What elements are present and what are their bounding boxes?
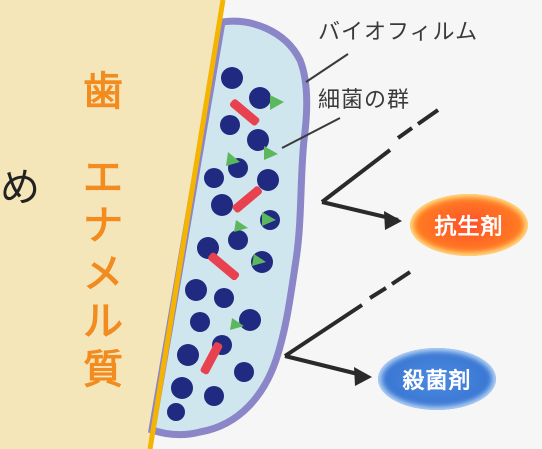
bacteria-ball: [247, 129, 269, 151]
disinfectant-badge: 殺菌剤: [378, 348, 496, 410]
bacteria-callout-line: [281, 117, 341, 149]
enamel-edge-line: [147, 0, 226, 449]
bacteria-ball: [204, 386, 224, 406]
bacteria-ball: [190, 312, 210, 332]
bacteria-rod: [200, 342, 223, 375]
bacteria-ball: [257, 169, 279, 191]
bacteria-ball: [214, 288, 234, 308]
enamel-char: 歯: [83, 69, 123, 115]
disinfectant-label: 殺菌剤: [402, 369, 472, 394]
enamel-char: ル: [83, 299, 123, 345]
bacteria-triangle: [230, 318, 244, 330]
bacteria-triangle: [226, 152, 240, 166]
biofilm-callout-line: [305, 53, 349, 83]
biofilm-region: [148, 17, 311, 439]
bacteria-triangle: [262, 212, 276, 226]
bacteria-triangles: [226, 95, 284, 330]
antibiotic-arrow: [320, 108, 440, 230]
disinfectant-arrow: [283, 270, 412, 386]
enamel-char: ナ: [83, 203, 123, 249]
bacteria-triangle: [270, 95, 284, 110]
bacteria-ball: [177, 344, 199, 366]
antibiotic-badge: 抗生剤: [410, 194, 528, 256]
bacteria-ball: [239, 309, 261, 331]
enamel-char: 質: [83, 347, 123, 393]
bacteria-triangle: [252, 254, 266, 266]
enamel-char: エ: [83, 155, 123, 201]
bacteria-ball: [211, 194, 233, 216]
bacteria-ball: [171, 377, 193, 399]
antibiotic-label: 抗生剤: [434, 215, 504, 240]
bacteria-ball: [204, 168, 224, 188]
bacteria-triangle: [264, 146, 278, 160]
cropped-edge-char: め: [0, 165, 40, 211]
bacteria-group-label: 細菌の群: [318, 88, 411, 113]
bacteria-ball: [228, 230, 248, 250]
bacteria-rod: [229, 99, 260, 126]
bacteria-ball: [221, 67, 243, 89]
bacteria-ball: [220, 115, 240, 135]
bacteria-rod: [208, 252, 240, 281]
bacteria-rods: [200, 99, 263, 375]
biofilm-label: バイオフィルム: [318, 20, 479, 45]
bacteria-ball: [167, 403, 185, 421]
bacteria-triangle: [234, 220, 248, 232]
enamel-char: メ: [83, 251, 123, 297]
bacteria-ball: [234, 362, 254, 382]
bacteria-ball: [185, 279, 207, 301]
bacteria-rod: [232, 186, 263, 213]
bacteria-ball: [249, 87, 271, 109]
